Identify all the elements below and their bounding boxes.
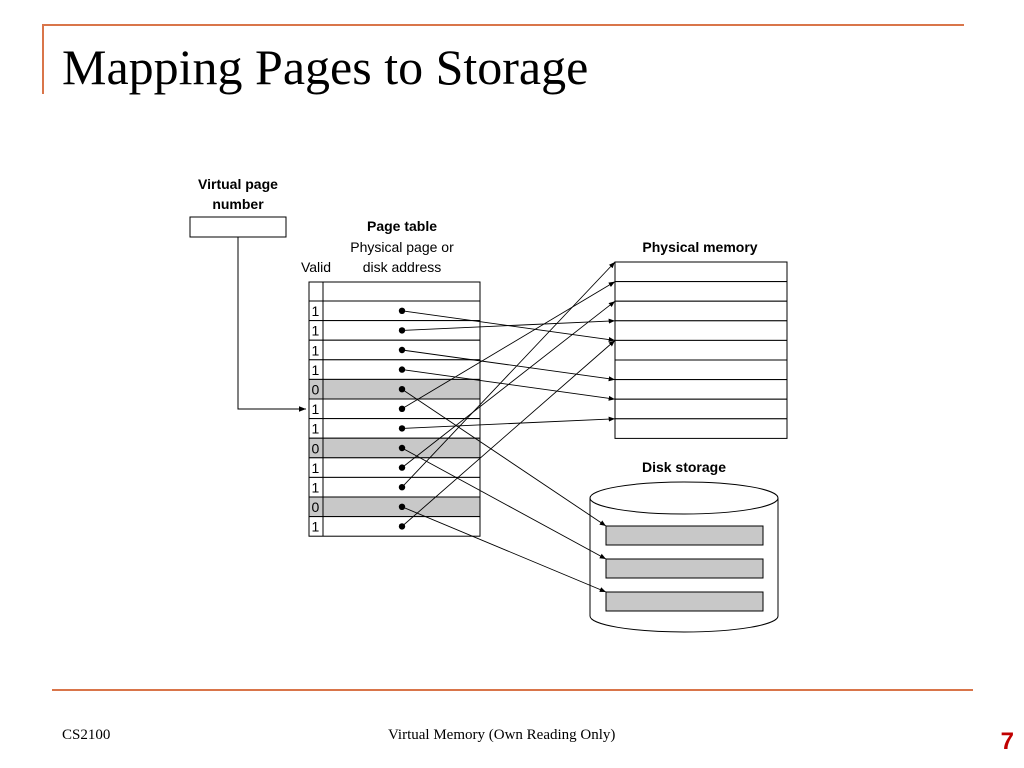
disk-block-1 [605, 525, 764, 546]
valid-bit: 1 [312, 480, 320, 496]
valid-bit: 1 [312, 460, 320, 476]
vpn-to-table-arrow [237, 237, 306, 412]
physical-memory [614, 261, 788, 439]
page-table: 1 1 1 1 0 1 1 0 1 1 0 1 [308, 281, 481, 537]
valid-column-label: Valid [301, 259, 331, 275]
memory-frame [614, 339, 788, 361]
memory-frame [614, 300, 788, 322]
mapping-arrow [401, 281, 616, 410]
vpn-box [189, 216, 287, 238]
mapping-arrow [401, 340, 616, 527]
memory-frame [614, 281, 788, 302]
page-table-row [308, 437, 481, 459]
page-table-title: Page table [367, 218, 437, 234]
page-table-row [308, 516, 481, 537]
valid-bit: 0 [312, 440, 320, 456]
disk-storage [589, 481, 779, 633]
page-table-column-line1: Physical page or [350, 239, 454, 255]
page-table-row [308, 418, 481, 439]
page-number: 7 [1000, 728, 1014, 755]
memory-frame [614, 379, 788, 400]
disk-storage-label: Disk storage [642, 459, 726, 475]
valid-bit: 1 [312, 362, 320, 378]
valid-bit: 1 [312, 401, 320, 417]
valid-bit: 0 [312, 499, 320, 515]
memory-frame [614, 320, 788, 341]
memory-frame [614, 359, 788, 381]
memory-frame [614, 398, 788, 420]
disk-cylinder-top [589, 481, 779, 515]
top-accent-line [42, 24, 964, 26]
page-table-column-line2: disk address [363, 259, 442, 275]
disk-block-2 [605, 558, 764, 579]
valid-bit: 1 [312, 519, 320, 535]
valid-bit: 1 [312, 323, 320, 339]
valid-bit: 1 [312, 303, 320, 319]
entry-pointer-dot [398, 366, 406, 373]
page-table-row [308, 457, 481, 478]
mapping-arrows [401, 261, 616, 593]
mapping-arrow [401, 506, 607, 593]
left-accent-line [42, 24, 44, 94]
mapping-arrow [401, 349, 616, 382]
valid-bit: 0 [312, 382, 320, 398]
slide-title: Mapping Pages to Storage [62, 39, 589, 95]
mapping-arrow [401, 388, 607, 527]
mapping-arrow [401, 300, 616, 468]
page-table-row [308, 496, 481, 518]
memory-frame [614, 418, 788, 439]
mapping-arrow [401, 318, 616, 331]
mapping-arrow [401, 261, 616, 488]
vpn-label-line1: Virtual page [198, 176, 278, 192]
physical-memory-label: Physical memory [642, 239, 757, 255]
mapping-arrow [401, 447, 607, 560]
footer-title: Virtual Memory (Own Reading Only) [388, 727, 616, 743]
disk-block-3 [605, 591, 764, 612]
page-table-header-row [308, 281, 481, 302]
vpn-label-line2: number [212, 196, 264, 212]
page-table-row [308, 320, 481, 341]
page-table-row [308, 398, 481, 420]
footer-course-code: CS2100 [62, 727, 111, 743]
page-table-row [308, 378, 481, 400]
valid-bit: 1 [312, 421, 320, 437]
valid-bit: 1 [312, 342, 320, 358]
bottom-accent-line [52, 689, 973, 691]
memory-frame [614, 261, 788, 283]
mapping-arrow [401, 416, 616, 429]
